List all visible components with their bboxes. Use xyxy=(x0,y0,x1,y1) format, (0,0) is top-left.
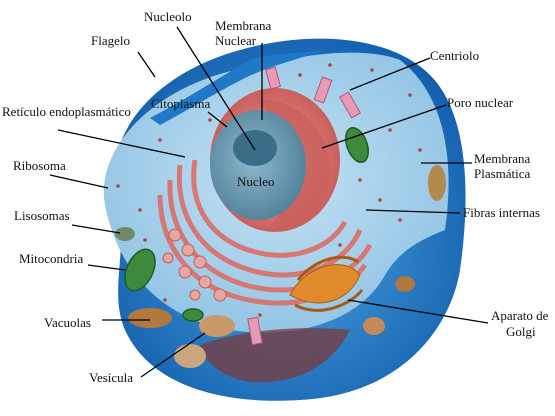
leader-lines xyxy=(49,26,489,378)
label-fibras-internas: Fibras internas xyxy=(463,205,540,220)
label-membrana-nuclear-1: Membrana xyxy=(215,18,272,33)
label-membrana-plasmatica-1: Membrana xyxy=(474,151,531,166)
label-lisosomas: Lisosomas xyxy=(14,208,70,223)
label-poro-nuclear: Poro nuclear xyxy=(447,95,514,110)
label-nucleolo: Nucleolo xyxy=(144,9,192,24)
label-membrana-nuclear-2: Nuclear xyxy=(215,33,257,48)
label-mitocondria: Mitocondria xyxy=(19,251,84,266)
label-membrana-plasmatica-2: Plasmática xyxy=(474,166,531,181)
label-flagelo: Flagelo xyxy=(91,33,130,48)
label-aparato-golgi-1: Aparato de xyxy=(491,308,549,323)
label-vacuolas: Vacuolas xyxy=(44,315,91,330)
label-reticulo: Retículo endoplasmático xyxy=(2,104,131,119)
flagellum-shape xyxy=(150,50,325,125)
label-citoplasma: Citoplasma xyxy=(151,96,211,111)
label-centriolo: Centriolo xyxy=(430,48,480,63)
nucleolus-shape xyxy=(233,130,277,166)
label-vesicula: Vesícula xyxy=(89,370,134,385)
label-aparato-golgi-2: Golgi xyxy=(506,324,536,339)
golgi-shape xyxy=(289,255,364,312)
label-nucleo: Nucleo xyxy=(237,174,275,189)
label-ribosoma: Ribosoma xyxy=(13,158,66,173)
